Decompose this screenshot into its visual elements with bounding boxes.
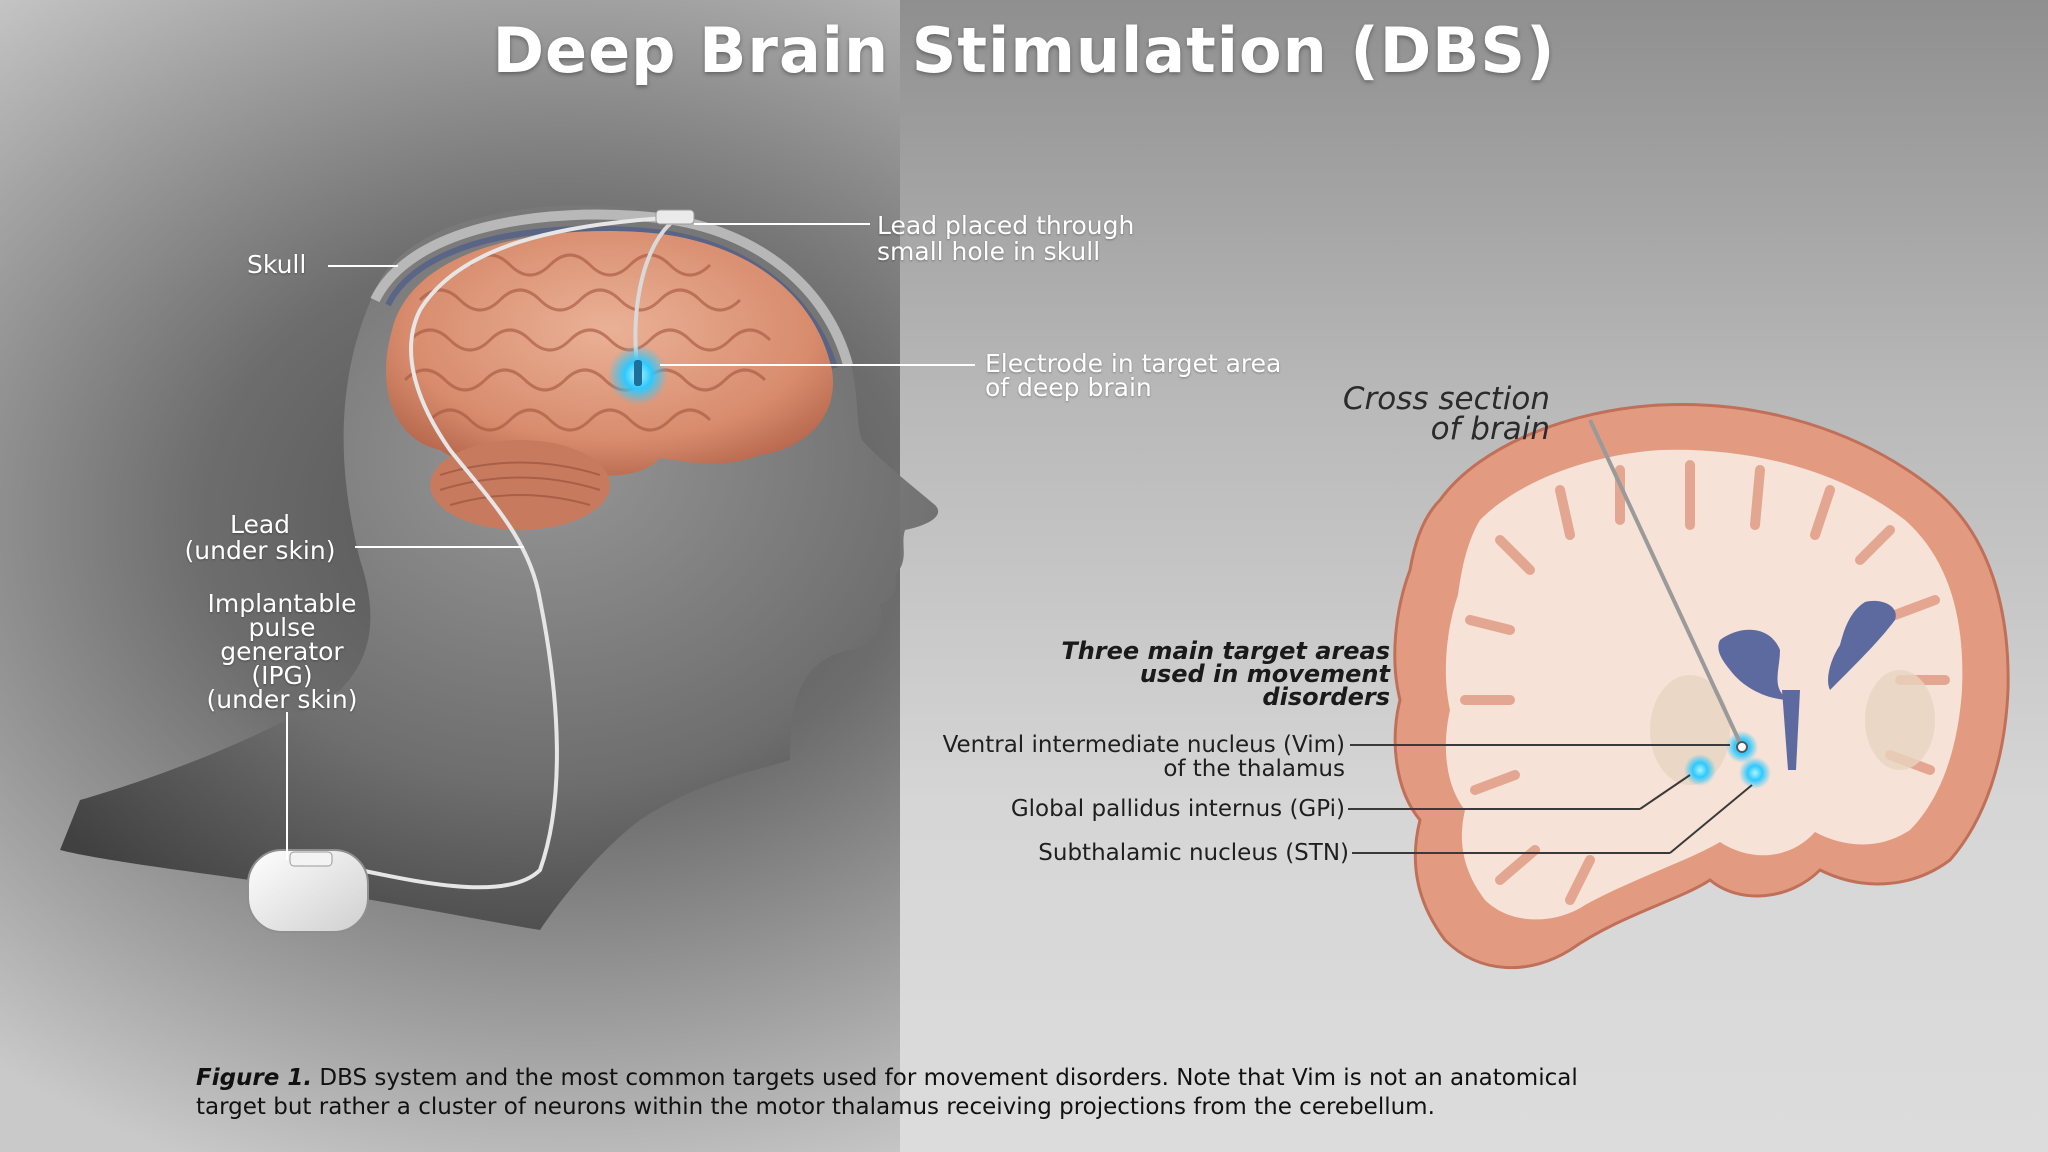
ipg-label-line5: (under skin) bbox=[206, 685, 358, 714]
electrode-label: Electrode in target area of deep brain bbox=[985, 349, 1282, 402]
cortical-folds bbox=[1460, 460, 1950, 905]
cross-section-lead bbox=[1588, 419, 1744, 748]
skull-label: Skull bbox=[247, 250, 307, 279]
ipg-label-line4: (IPG) bbox=[251, 661, 313, 690]
lead-wire-under-skin bbox=[359, 216, 666, 890]
brain bbox=[385, 231, 834, 477]
caption-line1-text: DBS system and the most common targets u… bbox=[312, 1065, 1578, 1091]
caption-line2: target but rather a cluster of neurons w… bbox=[196, 1094, 1435, 1120]
brain-cross-section bbox=[1393, 402, 2010, 970]
leader-lines-right bbox=[1348, 744, 1753, 854]
lead-label-line1: Lead bbox=[229, 510, 291, 539]
vim-label: Ventral intermediate nucleus (Vim) of th… bbox=[840, 733, 1345, 781]
caption-line1: Figure 1. DBS system and the most common… bbox=[196, 1064, 1996, 1093]
burr-hole-cap bbox=[655, 209, 695, 225]
ipg-label-line2: pulse bbox=[248, 613, 316, 642]
diagram-title: Deep Brain Stimulation (DBS) bbox=[492, 14, 1556, 87]
target-areas-heading-line3: disorders bbox=[1262, 683, 1390, 711]
lead-label-line2: (under skin) bbox=[184, 536, 336, 565]
cross-section-lead-tip bbox=[1736, 741, 1748, 753]
target-areas-heading-line1: Three main target areas bbox=[1061, 637, 1390, 665]
target-areas-heading-line2: used in movement bbox=[1139, 660, 1390, 688]
figure-caption: Figure 1. DBS system and the most common… bbox=[196, 1064, 1996, 1122]
ipg-device bbox=[247, 849, 369, 933]
electrode-label-line2: of deep brain bbox=[985, 373, 1152, 402]
stn-target bbox=[1739, 757, 1771, 789]
ipg-label-line3: generator bbox=[220, 637, 344, 666]
stn-label: Subthalamic nucleus (STN) bbox=[1038, 840, 1349, 866]
target-areas-heading: Three main target areas used in movement… bbox=[1000, 637, 1390, 711]
ipg-label: Implantable pulse generator (IPG) (under… bbox=[182, 589, 382, 714]
electrode-label-line1: Electrode in target area bbox=[985, 349, 1282, 378]
lead-hole-label: Lead placed through small hole in skull bbox=[877, 213, 1134, 265]
cross-section-title-line2: of brain bbox=[1430, 411, 1550, 447]
cerebellum bbox=[430, 440, 610, 530]
cross-section-title: Cross section of brain bbox=[1290, 381, 1550, 447]
basal-ganglia-right bbox=[1865, 670, 1935, 770]
lead-hole-label-line2: small hole in skull bbox=[877, 237, 1101, 266]
lateral-ventricle-left bbox=[1718, 629, 1790, 700]
third-ventricle bbox=[1782, 690, 1800, 770]
lead-hole-label-line1: Lead placed through bbox=[877, 211, 1135, 240]
brain-folds bbox=[403, 253, 772, 432]
ipg-header bbox=[289, 851, 333, 867]
cross-section-title-line1: Cross section bbox=[1342, 381, 1550, 417]
gpi-target bbox=[1684, 754, 1716, 786]
lateral-ventricle-right bbox=[1828, 600, 1896, 690]
gpi-label: Global pallidus internus (GPi) bbox=[1010, 796, 1345, 822]
leader-lines-left bbox=[286, 223, 975, 860]
vim-label-line1: Ventral intermediate nucleus (Vim) bbox=[942, 732, 1345, 758]
ipg-label-line1: Implantable bbox=[207, 589, 357, 618]
vim-label-line2: of the thalamus bbox=[1163, 756, 1345, 782]
electrode-tip bbox=[634, 360, 642, 386]
cerebellum-folds bbox=[439, 461, 601, 506]
basal-ganglia-left bbox=[1650, 675, 1730, 785]
figure-label: Figure 1. bbox=[196, 1065, 313, 1091]
lead-label: Lead (under skin) bbox=[160, 512, 360, 564]
